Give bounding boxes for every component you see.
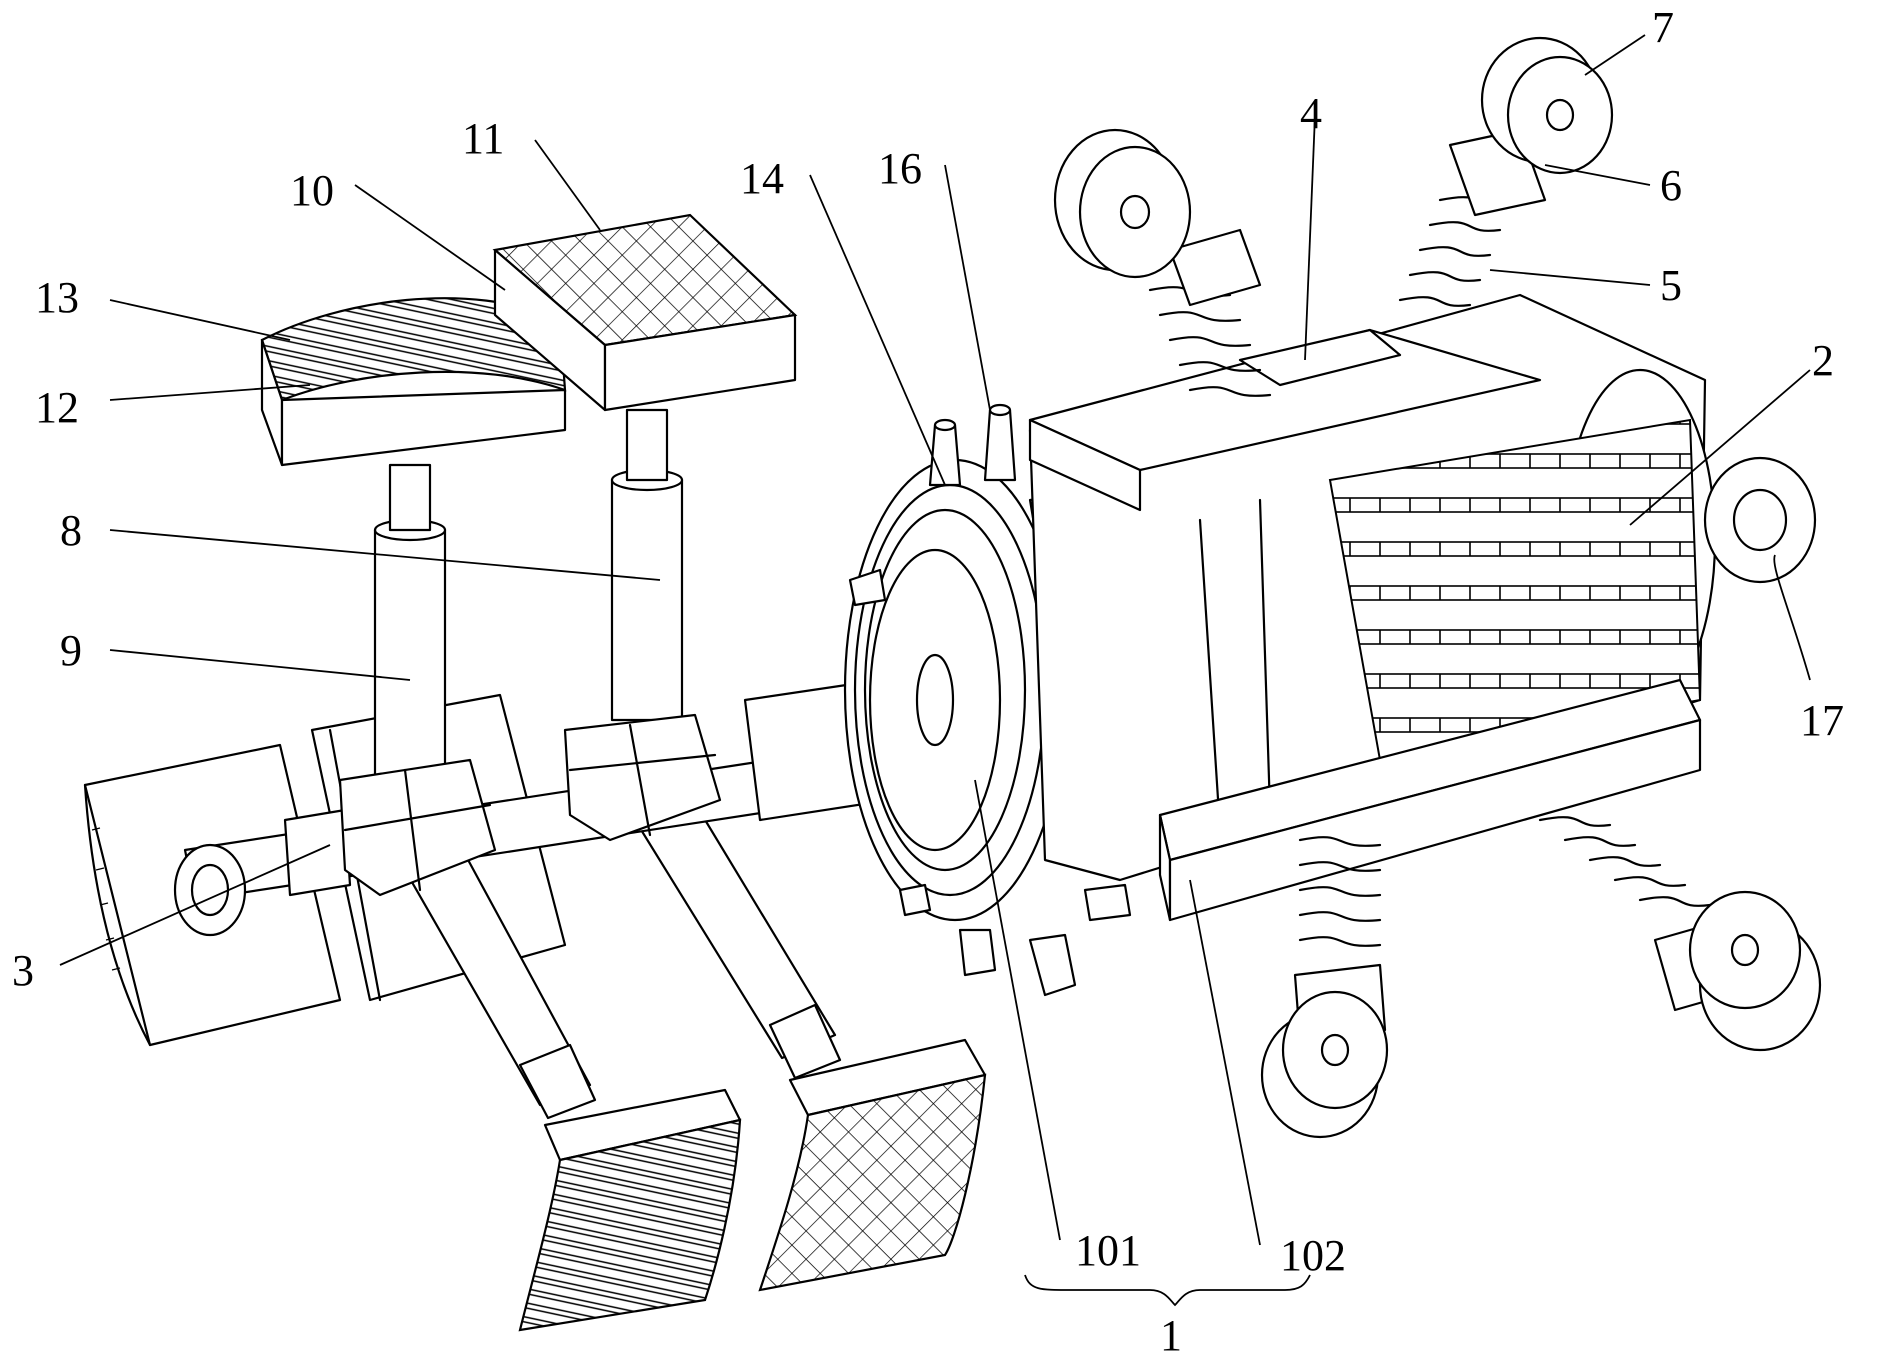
label-4: 4: [1300, 89, 1322, 138]
leader-7: [1584, 34, 1646, 76]
leader-14: [809, 174, 946, 486]
label-17: 17: [1800, 696, 1844, 745]
leader-8: [109, 529, 661, 581]
label-14: 14: [740, 154, 784, 203]
bottom-mount-block: [1158, 678, 1702, 922]
label-11: 11: [462, 114, 504, 163]
lower-arm-right: [633, 793, 842, 1080]
wheel-bottom-left: [1260, 836, 1389, 1139]
label-16: 16: [878, 144, 922, 193]
label-13: 13: [35, 273, 79, 322]
label-10: 10: [290, 166, 334, 215]
brace-1: [1024, 1274, 1311, 1307]
leader-12: [109, 384, 311, 401]
part-labels: 7 4 6 5 2 17 11 10 13 12 14 16 8 9 3 101…: [12, 3, 1844, 1360]
wheel-top-right: [1398, 36, 1614, 307]
top-fin-pad: [260, 297, 567, 467]
label-8: 8: [60, 506, 82, 555]
label-3: 3: [12, 946, 34, 995]
lower-fin-pad: [518, 1088, 742, 1332]
label-7: 7: [1652, 3, 1674, 52]
label-1: 1: [1160, 1311, 1182, 1360]
leader-17: [1773, 554, 1811, 681]
leader-102: [1189, 879, 1261, 1246]
label-5: 5: [1660, 261, 1682, 310]
label-101: 101: [1075, 1226, 1141, 1275]
label-9: 9: [60, 626, 82, 675]
hub-right: [563, 713, 722, 842]
leader-2: [1629, 369, 1811, 526]
leader-4: [1304, 114, 1316, 361]
column-right: [610, 408, 684, 722]
label-6: 6: [1660, 161, 1682, 210]
wheel-bottom-right: [1538, 816, 1822, 1052]
leader-13: [109, 299, 291, 341]
leader-10: [354, 184, 506, 291]
lower-mesh-pad: [758, 1038, 987, 1292]
top-mount-block: [1028, 328, 1542, 512]
leader-lines: [59, 34, 1811, 1307]
leader-5: [1489, 269, 1651, 286]
label-12: 12: [35, 383, 79, 432]
column-left: [373, 463, 447, 792]
leader-6: [1544, 164, 1651, 186]
leader-11: [534, 139, 601, 231]
wheel-top-left: [1053, 128, 1272, 397]
top-mesh-pad: [492, 213, 798, 412]
label-2: 2: [1812, 336, 1834, 385]
hub-left: [338, 758, 497, 897]
leader-3: [59, 844, 331, 966]
lifting-ring: [1703, 456, 1817, 584]
label-102: 102: [1280, 1231, 1346, 1280]
leader-9: [109, 649, 411, 681]
flange: [843, 458, 1067, 922]
leader-101: [974, 779, 1061, 1241]
leader-16: [944, 164, 991, 411]
